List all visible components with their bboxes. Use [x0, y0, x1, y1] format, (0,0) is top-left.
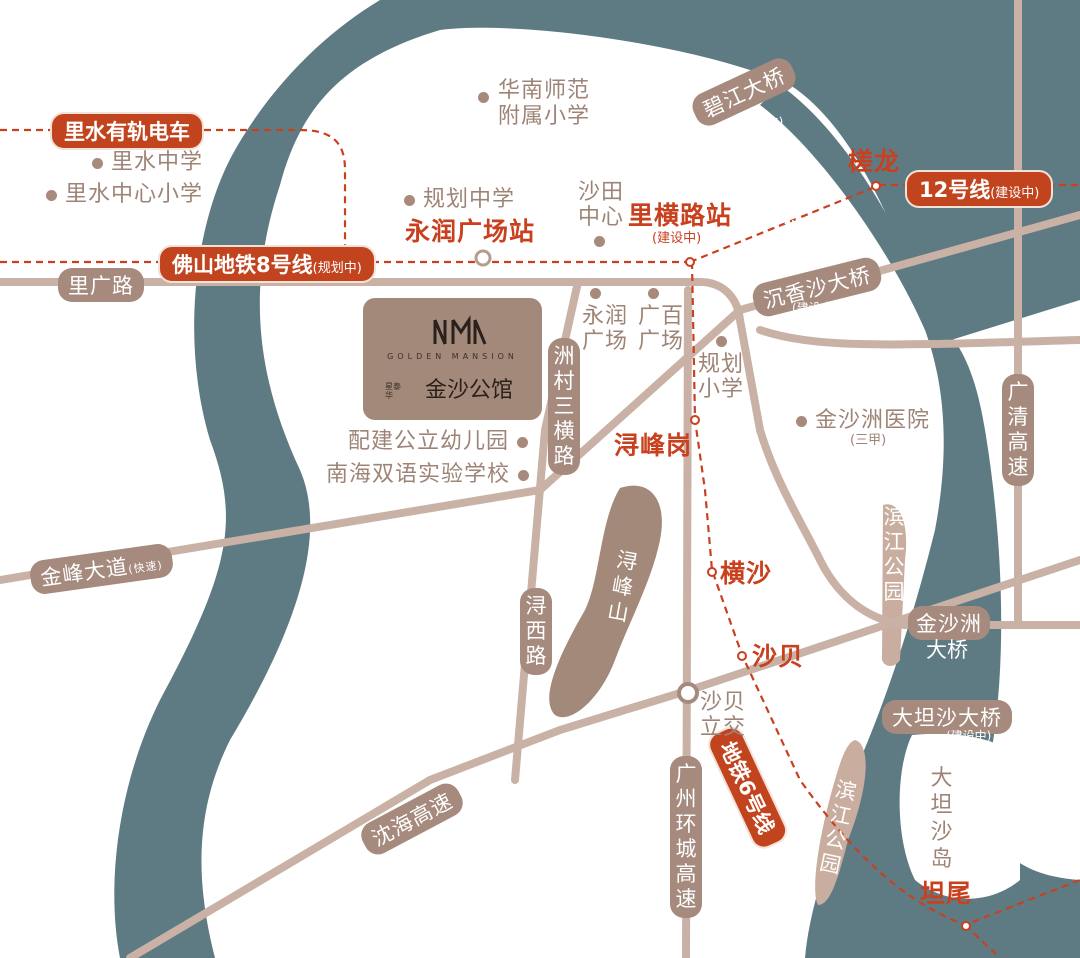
poi-dot-icon: [716, 336, 727, 347]
station-dot-shabei: [737, 651, 747, 661]
xunfeng-mountain-shape: [549, 485, 662, 718]
road-shenhai: [126, 556, 1080, 958]
metro-connector: [964, 924, 1001, 958]
label-lishui-tram: 里水有轨电车: [50, 112, 204, 150]
logo-brand-cn: 金沙公馆: [425, 378, 514, 403]
poi-shabei-interchange: 沙贝 立交: [700, 690, 746, 741]
road-label-xunxi: 浔西路: [520, 588, 552, 675]
poi-lishui-center-label: 里水中心小学: [65, 182, 204, 207]
station-dot-cuolong: [871, 181, 881, 191]
jinfeng-note: (快速): [127, 558, 164, 577]
station-dot-liheng: [685, 257, 695, 267]
poi-guangbai-line1: 广百: [638, 304, 685, 329]
poi-huanan-line2: 附属小学: [498, 104, 591, 129]
poi-hospital-note: (三甲): [850, 433, 887, 448]
poi-dot-icon: [648, 288, 659, 299]
poi-hospital: 金沙洲医院: [796, 408, 930, 433]
station-dot-tanwei: [961, 921, 971, 931]
line12-name: 12号线: [919, 178, 991, 202]
road-liguang: [0, 278, 1080, 629]
poi-planned-middle-label: 规划中学: [423, 187, 516, 212]
station-yongrun: 永润广场站: [405, 217, 536, 246]
island-datansha: 大坦沙岛: [930, 766, 954, 872]
poi-shatian: 沙田 中心: [578, 180, 625, 247]
bridge-bijiang-status: (规划中): [738, 115, 784, 129]
poi-shabei-line1: 沙贝: [700, 690, 747, 715]
line8-name: 佛山地铁8号线: [172, 253, 313, 277]
bridge-jinshazhou: 金沙洲: [908, 606, 990, 640]
poi-lishui-center: 里水中心小学: [46, 182, 203, 207]
station-shabei: 沙贝: [752, 642, 805, 671]
logo-developer: 星泰华: [385, 382, 401, 400]
poi-dot-icon: [517, 436, 529, 448]
line12-status: (建设中): [990, 186, 1040, 201]
island-chenxiangsha: 沉香沙岛: [783, 165, 805, 264]
poi-hospital-label: 金沙洲医院: [815, 408, 931, 433]
bridge-datansha-status: (建设中): [946, 729, 992, 743]
poi-bilingual-school: 南海双语实验学校: [326, 462, 530, 487]
poi-dot-icon: [92, 157, 103, 169]
poi-dot-icon: [404, 194, 415, 206]
poi-dot-icon: [590, 288, 601, 299]
interchange-dot-shabei: [677, 682, 699, 704]
poi-kindergarten-label: 配建公立幼儿园: [348, 429, 510, 454]
metro-lishui-tram: [0, 128, 347, 262]
poi-dot-icon: [478, 92, 489, 103]
station-liheng: 里横路站: [628, 201, 733, 230]
poi-yongrun-line2: 广场: [582, 329, 629, 354]
poi-guangbai-line2: 广场: [638, 329, 685, 354]
station-markers: [685, 181, 971, 931]
poi-yongrun-line1: 永润: [582, 304, 629, 329]
road-label-guangzhou-ring: 广州环城高速: [670, 756, 702, 918]
poi-shatian-line2: 中心: [578, 205, 625, 231]
lishui-tram-name: 里水有轨电车: [64, 120, 190, 144]
bridge-jinshazhou-line2: 大桥: [926, 638, 968, 662]
station-cuolong: 槎龙: [848, 147, 901, 176]
poi-dot-icon: [796, 415, 807, 427]
station-xunfenggang: 浔峰岗: [614, 431, 693, 460]
poi-lishui-middle: 里水中学: [92, 150, 203, 175]
poi-shatian-line1: 沙田: [578, 180, 625, 205]
bridge-jinshazhou-line1: 金沙洲: [916, 612, 982, 636]
station-liheng-status: (建设中): [652, 231, 702, 246]
poi-bilingual-label: 南海双语实验学校: [326, 462, 511, 487]
poi-lishui-middle-label: 里水中学: [111, 150, 204, 175]
road-planned-1: [756, 326, 1080, 349]
road-label-zhoucun: 洲村三横路: [548, 338, 580, 475]
poi-planned-primary-line2: 小学: [698, 377, 745, 402]
datansha-island-area: [899, 733, 1020, 899]
station-hengsha: 横沙: [720, 559, 773, 588]
binjiang-park-south: [815, 740, 866, 905]
poi-planned-primary-line1: 规划: [698, 352, 745, 377]
river-west: [114, 0, 1080, 958]
label-binjiang-park-1: 滨江公园: [883, 505, 905, 604]
station-dot-hengsha: [707, 567, 717, 577]
road-label-liguang: 里广路: [58, 268, 144, 302]
label-line-8: 佛山地铁8号线(规划中): [158, 245, 376, 283]
project-logo[interactable]: GOLDEN MANSION 星泰华 金沙公馆: [363, 298, 542, 420]
poi-kindergarten: 配建公立幼儿园: [348, 429, 529, 454]
poi-shabei-line2: 立交: [700, 715, 747, 741]
station-dot-xunfenggang: [690, 415, 700, 425]
station-dot-yongrun: [474, 249, 492, 267]
line8-status: (规划中): [312, 261, 362, 276]
road-label-guangqing: 广清高速: [1002, 374, 1034, 486]
poi-huanan-line1: 华南师范: [498, 78, 591, 103]
poi-dot-icon: [46, 189, 57, 201]
logo-brand-en: GOLDEN MANSION: [387, 352, 518, 361]
poi-dot-icon: [594, 236, 605, 247]
bridge-datansha: 大坦沙大桥: [882, 700, 1012, 734]
poi-planned-middle: 规划中学: [404, 187, 515, 212]
poi-dot-icon: [518, 469, 530, 481]
label-line-12: 12号线(建设中): [905, 170, 1054, 208]
bridge-chenxiangsha-status: (建设中): [792, 301, 838, 315]
station-tanwei: 坦尾: [920, 879, 973, 908]
road-jinfeng: [0, 211, 1080, 584]
logo-mark-icon: [433, 315, 487, 345]
